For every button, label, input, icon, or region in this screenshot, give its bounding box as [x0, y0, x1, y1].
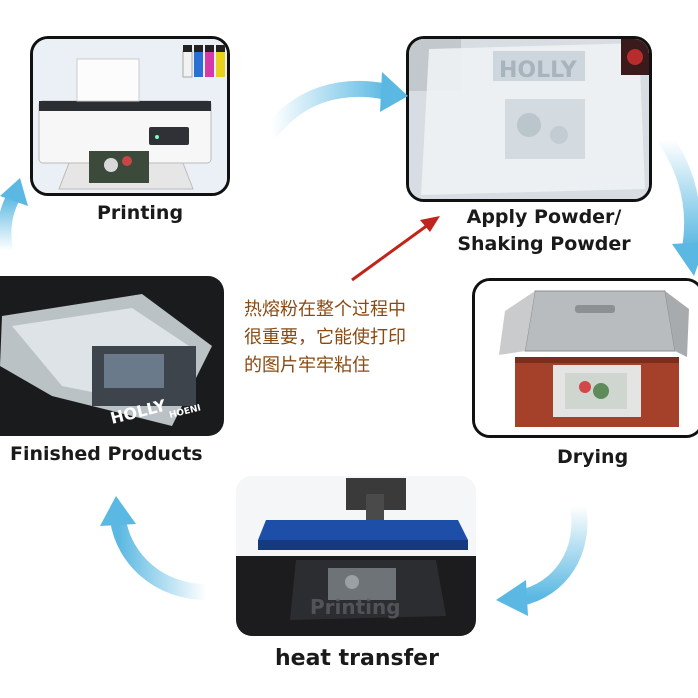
heat-transfer-overlay-text: Printing	[310, 595, 401, 619]
heat-transfer-photo: Printing	[236, 476, 476, 636]
step-label-apply-powder: Apply Powder/ Shaking Powder	[446, 204, 642, 258]
apply-powder-line2: Shaking Powder	[457, 233, 631, 255]
arrow-printing-to-powder	[264, 72, 408, 138]
apply-powder-photo: HOLLY	[406, 36, 652, 202]
arrow-finished-to-printing	[0, 178, 28, 257]
note-line-3: 的图片牢牢粘住	[244, 355, 370, 376]
step-label-drying: Drying	[557, 446, 629, 468]
step-label-finished: Finished Products	[10, 443, 203, 465]
apply-powder-line1: Apply Powder/	[466, 206, 622, 228]
drying-photo	[472, 278, 698, 438]
finished-products-photo: HOLLY HOENI	[0, 276, 224, 436]
printing-photo	[30, 36, 230, 196]
step-label-printing: Printing	[97, 202, 184, 224]
arrow-powder-to-drying	[658, 132, 698, 276]
red-annotation-arrow	[351, 216, 440, 282]
arrow-heat-to-finished	[100, 496, 214, 600]
process-note: 热熔粉在整个过程中 很重要，它能使打印 的图片牢牢粘住	[244, 296, 474, 380]
sheet-text: HOLLY	[499, 58, 578, 83]
arrow-drying-to-heat	[496, 498, 588, 616]
note-line-2: 很重要，它能使打印	[244, 327, 406, 348]
note-line-1: 热熔粉在整个过程中	[244, 299, 406, 320]
step-label-heat-transfer: heat transfer	[275, 646, 439, 671]
